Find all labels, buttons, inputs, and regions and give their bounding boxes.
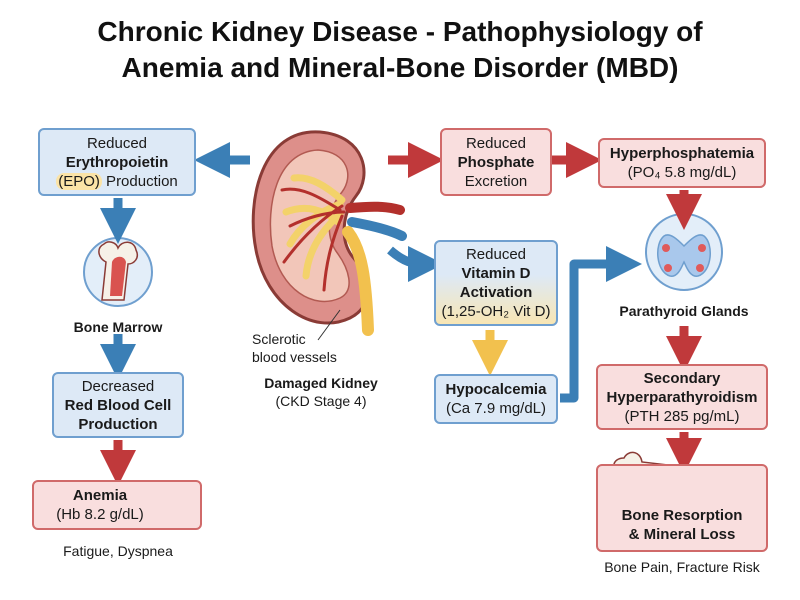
vessel-label: Sclerotic blood vessels <box>252 330 362 366</box>
arrow-kidney-to-vitd <box>387 245 444 282</box>
kidney-stage: (CKD Stage 4) <box>275 393 367 409</box>
hyperphosphatemia-box: Hyperphosphatemia (PO₄ 5.8 mg/dL) <box>598 138 766 188</box>
kidney-label: Damaged Kidney (CKD Stage 4) <box>246 374 396 410</box>
shpt-line-1: Secondary <box>643 369 721 387</box>
vitd-box: Reduced Vitamin D Activation (1,25-OH₂ V… <box>434 240 558 326</box>
epo-line-3: (EPO) Production <box>56 172 178 191</box>
rbc-line-1: Decreased <box>81 377 155 395</box>
epo-line-1: Reduced <box>86 134 148 152</box>
vitd-line-2: Vitamin D <box>461 265 531 282</box>
bone-line-1: Bone Resorption <box>621 507 743 524</box>
bone-marrow-illustration <box>83 237 153 307</box>
epo-line-2: Erythropoietin <box>65 153 169 171</box>
vitd-line-1: Reduced <box>465 246 527 263</box>
vessel-label-line-2: blood vessels <box>252 349 337 365</box>
diagram-title: Chronic Kidney Disease - Pathophysiology… <box>0 14 800 86</box>
vessel-label-line-1: Sclerotic <box>252 331 306 347</box>
rbc-line-3: Production <box>78 415 158 433</box>
hypocalcemia-box: Hypocalcemia (Ca 7.9 mg/dL) <box>434 374 558 424</box>
bone-line-2: & Mineral Loss <box>628 526 736 543</box>
shpt-line-2: Hyperparathyroidism <box>606 388 758 406</box>
phosphate-box: Reduced Phosphate Excretion <box>440 128 552 196</box>
phosphate-line-3: Excretion <box>464 172 528 190</box>
title-line-1: Chronic Kidney Disease - Pathophysiology… <box>97 16 703 47</box>
epo-abbrev: (EPO) <box>56 172 102 190</box>
anemia-line-1: Anemia <box>72 487 128 504</box>
hyperphosphatemia-line-1: Hyperphosphatemia <box>609 145 755 162</box>
bone-box: Bone Resorption & Mineral Loss <box>596 464 768 552</box>
rbc-box: Decreased Red Blood Cell Production <box>52 372 184 438</box>
anemia-line-2: (Hb 8.2 g/dL) <box>56 506 144 523</box>
arrow-hypocalcemia-to-parathyroid <box>560 246 642 403</box>
anemia-box: Anemia (Hb 8.2 g/dL) <box>32 480 202 530</box>
parathyroid-illustration <box>645 213 723 291</box>
title-line-2: Anemia and Mineral-Bone Disorder (MBD) <box>121 52 679 83</box>
kidney-illustration <box>251 130 407 341</box>
phosphate-line-1: Reduced <box>465 134 527 152</box>
bone-caption: Bone Pain, Fracture Risk <box>604 559 760 575</box>
vitd-line-4: (1,25-OH₂ Vit D) <box>441 303 551 320</box>
kidney-label-title: Damaged Kidney <box>264 375 378 391</box>
rbc-line-2: Red Blood Cell <box>64 396 172 414</box>
hypocalcemia-line-2: (Ca 7.9 mg/dL) <box>445 400 547 417</box>
anemia-caption: Fatigue, Dyspnea <box>63 543 173 559</box>
bone-marrow-label: Bone Marrow <box>73 319 163 335</box>
epo-box: Reduced Erythropoietin (EPO) Production <box>38 128 196 196</box>
shpt-box: Secondary Hyperparathyroidism (PTH 285 p… <box>596 364 768 430</box>
hypocalcemia-line-1: Hypocalcemia <box>445 381 547 398</box>
hyperphosphatemia-line-2: (PO₄ 5.8 mg/dL) <box>627 164 737 181</box>
vitd-line-3: Activation <box>459 284 533 301</box>
flow-arrows <box>100 142 702 486</box>
parathyroid-label: Parathyroid Glands <box>619 303 749 319</box>
shpt-line-3: (PTH 285 pg/mL) <box>624 407 740 425</box>
epo-production: Production <box>101 172 178 190</box>
phosphate-line-2: Phosphate <box>457 153 535 171</box>
